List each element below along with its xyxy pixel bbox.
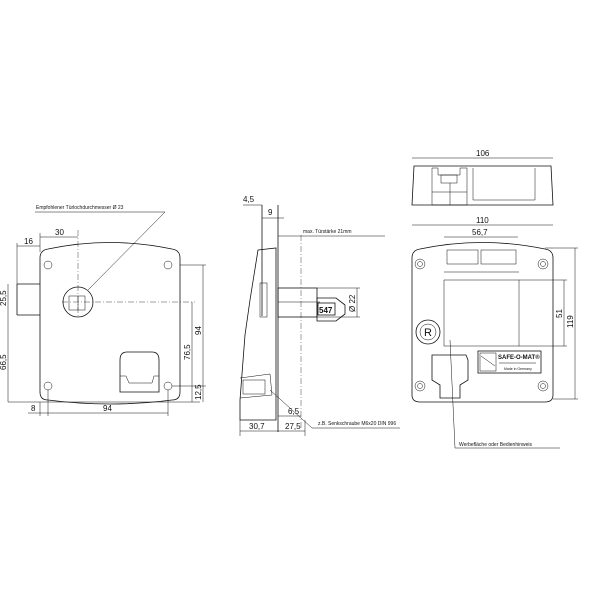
dim-12-5: 12,5 (194, 384, 203, 400)
screw-hole-icon (163, 260, 173, 270)
rear-view: 106 110 56,7 R SAFE-O-MAT® Made in Germa… (411, 149, 578, 449)
dim-25-5: 25,5 (0, 290, 8, 306)
keyway (68, 295, 86, 311)
screw-hole-icon (43, 381, 53, 391)
key-icon (316, 297, 346, 322)
dim-51: 51 (555, 309, 564, 318)
dim-30-7: 30,7 (249, 422, 265, 431)
door-hole-note: Empfohlener Türlochdurchmesser Ø 23 (36, 205, 124, 211)
rear-body-outline (411, 242, 554, 403)
key-number: 547 (319, 306, 333, 315)
logo-sub: Made in Germany (504, 367, 532, 371)
ad-area-note: Werbefläche oder Bedienhinweis (459, 442, 533, 448)
dim-110: 110 (476, 216, 489, 225)
dim-56-7: 56,7 (472, 228, 488, 237)
dim-76-5: 76,5 (183, 344, 192, 360)
logo-plate (477, 350, 542, 374)
registered-mark: R (424, 327, 432, 339)
side-body-outline (239, 247, 277, 421)
bolt (277, 287, 318, 318)
dim-106: 106 (476, 149, 490, 158)
dim-94-horizontal: 94 (103, 404, 112, 413)
dim-66-5: 66,5 (0, 354, 8, 370)
handle-recess-rear (431, 354, 469, 399)
screw-note: z.B. Senkschraube M6x20 DIN 996 (318, 421, 396, 427)
dim-94-vertical: 94 (194, 326, 203, 335)
door-thickness-note: max. Türstärke 21mm (303, 229, 352, 235)
dim-119: 119 (566, 315, 575, 328)
registered-mark-icon (415, 319, 441, 345)
dim-4-5: 4,5 (243, 195, 255, 204)
dim-27-5: 27,5 (285, 422, 301, 431)
dim-key-diameter: Ø 22 (348, 294, 357, 312)
ad-area (443, 279, 520, 347)
front-view: Empfohlener Türlochdurchmesser Ø 23 30 1… (0, 205, 206, 416)
screw-hole-icon (163, 381, 173, 391)
dim-9: 9 (268, 208, 273, 217)
dim-8: 8 (31, 404, 36, 413)
screw-hole-icon (43, 260, 53, 270)
logo-text: SAFE-O-MAT® (498, 354, 540, 361)
dim-30: 30 (55, 228, 64, 237)
dim-16: 16 (24, 237, 33, 246)
dim-6-5: 6,5 (288, 407, 300, 416)
side-view: 547 Ø 22 max. Türstärke 21mm 4,5 9 z.B. … (239, 195, 400, 436)
top-view-outline (411, 165, 554, 206)
handle-recess (119, 351, 160, 393)
